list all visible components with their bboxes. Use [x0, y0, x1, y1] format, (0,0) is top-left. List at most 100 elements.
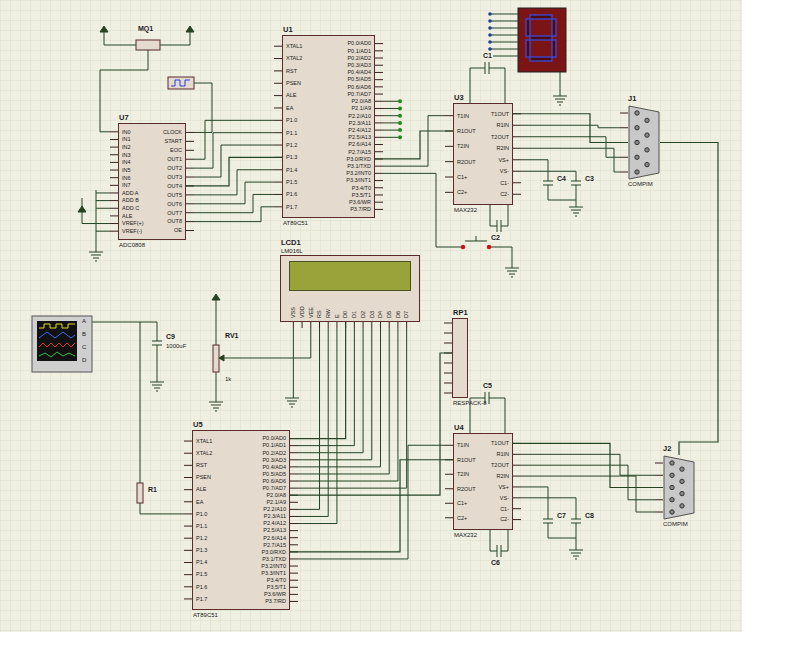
potentiometer-symbol: [219, 355, 224, 361]
pin-stub: [110, 162, 118, 163]
pin-name: P2.6/A14: [348, 141, 371, 147]
seven-segment-display: [490, 28, 518, 29]
pin-stub: [290, 530, 298, 531]
pin-name: P2.0/A8: [266, 492, 286, 498]
pin-stub: [274, 120, 282, 121]
pin-name: EOC: [170, 147, 182, 153]
pin-name: P2.5/A13: [348, 134, 371, 140]
part-reference: U3: [454, 94, 464, 103]
pin-stub: [290, 466, 298, 467]
part-reference: LCD1: [281, 239, 301, 248]
push-button: [490, 247, 512, 268]
pin-name: P2.3/A11: [349, 120, 371, 126]
pin-name: R1IN: [496, 451, 509, 457]
pin-name: R2OUT: [457, 159, 476, 165]
pin-stub: [397, 322, 398, 328]
wire: [293, 328, 294, 398]
pin-stub: [513, 465, 521, 466]
ground-symbol: [569, 550, 583, 559]
pin-name: R1OUT: [457, 128, 476, 134]
pin-stub: [274, 132, 282, 133]
pin-stub: [274, 58, 282, 59]
wire: [383, 122, 400, 123]
pin-name: D1: [351, 311, 357, 318]
pin-name: D: [81, 357, 87, 364]
pin-name: R2OUT: [457, 486, 476, 492]
pin-stub: [290, 516, 298, 517]
pin-stub: [444, 343, 452, 344]
probe-dot: [398, 99, 402, 103]
pin-stub: [445, 115, 453, 116]
pin-stub: [375, 187, 383, 188]
part-name: RESPACK-8: [453, 400, 487, 407]
part-reference: C8: [584, 512, 595, 520]
push-button: [461, 236, 512, 268]
pin-stub: [445, 517, 453, 518]
capacitor-symbol: [576, 185, 577, 207]
pin-stub: [110, 177, 118, 178]
adc-ground-bus: [96, 190, 97, 252]
ground-symbol: [569, 207, 583, 216]
pin-name: P1.0: [196, 511, 207, 517]
wire: [194, 207, 274, 222]
pin-name: D5: [386, 311, 392, 318]
pin-stub: [445, 177, 453, 178]
part-reference: C1: [482, 52, 493, 60]
seven-segment-display: [552, 19, 556, 36]
pin-stub: [620, 113, 628, 114]
pin-name: P0.5/AD5: [347, 76, 371, 82]
pin-name: T1IN: [457, 442, 469, 448]
pin-stub: [110, 231, 118, 232]
pin-stub: [655, 499, 663, 500]
wire: [96, 200, 110, 201]
oscilloscope: [39, 332, 75, 338]
pin-name: RST: [196, 462, 207, 468]
pin-stub: [445, 445, 453, 446]
capacitor-symbol: [489, 398, 505, 433]
pin-name: XTAL2: [286, 55, 302, 61]
pin-stub: [375, 151, 383, 152]
wire: [298, 328, 389, 474]
part-reference: C5: [482, 382, 493, 390]
wire: [383, 108, 400, 109]
pin-stub: [186, 221, 194, 222]
pin-stub: [110, 208, 118, 209]
pin-name: RST: [286, 68, 297, 74]
pin-stub: [310, 322, 311, 328]
pin-stub: [110, 147, 118, 148]
pin-name: PSEN: [196, 474, 211, 480]
pin-stub: [371, 322, 372, 328]
pin-stub: [513, 136, 521, 137]
pin-stub: [184, 513, 192, 514]
clock-source: [168, 77, 198, 89]
wire: [521, 476, 655, 512]
pin-name: ADD C: [122, 205, 139, 211]
pin-name: OUT1: [167, 156, 182, 162]
connector-pin: [645, 118, 649, 122]
pin-stub: [184, 526, 192, 527]
pin-name: OUT7: [167, 210, 182, 216]
pin-stub: [274, 145, 282, 146]
wire: [96, 208, 110, 209]
ground-symbol: [209, 402, 223, 411]
pin-name: P3.5/T1: [267, 584, 286, 590]
pin-name: VSS: [290, 307, 296, 318]
pin-name: P1.0: [286, 117, 297, 123]
pin-stub: [444, 363, 452, 364]
pin-name: ALE: [196, 486, 206, 492]
pin-name: CLOCK: [163, 129, 182, 135]
pin-stub: [620, 172, 628, 173]
pin-stub: [186, 132, 194, 133]
rs232-driver-chip: U3MAX232T1INR1OUTT2INR2OUTC1+C2+T1OUTR1I…: [453, 103, 513, 205]
wire: [383, 173, 461, 247]
adc-ground-bus: [96, 190, 97, 252]
pin-stub: [110, 200, 118, 201]
capacitor-symbol: [497, 220, 498, 232]
wire: [290, 460, 453, 552]
pin-stub: [290, 481, 298, 482]
pin-name: P1.5: [196, 571, 207, 577]
pin-stub: [375, 144, 383, 145]
pin-name: P2.1/A9: [266, 499, 286, 505]
part-name: MAX232: [454, 532, 477, 539]
